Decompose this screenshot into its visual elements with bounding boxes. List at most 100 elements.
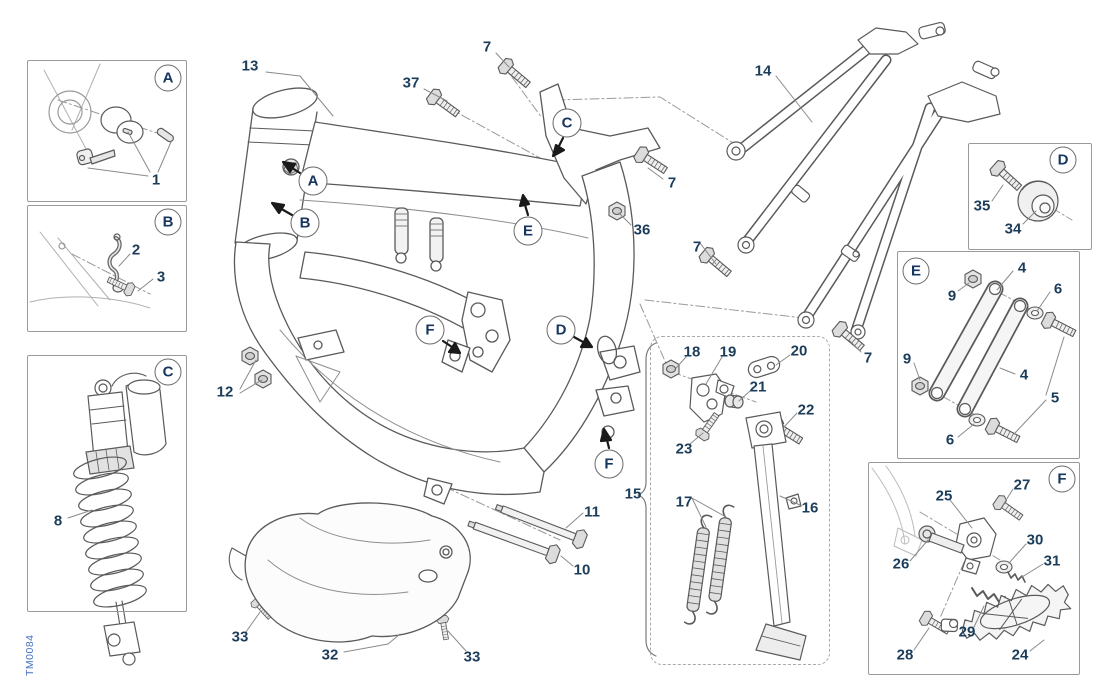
callout-number: 13 xyxy=(242,59,259,74)
ignition-lock-parts xyxy=(43,63,174,166)
side-stand-parts xyxy=(637,342,807,661)
detail-box xyxy=(868,462,1080,675)
view-letter: A xyxy=(154,64,182,92)
callout-number-text: 7 xyxy=(482,38,492,56)
callout-number-text: 29 xyxy=(958,623,976,641)
view-letter: E xyxy=(902,257,930,285)
callout-number-text: 14 xyxy=(754,62,772,80)
callout-number: 9 xyxy=(903,352,911,367)
callout-number: 5 xyxy=(1051,391,1059,406)
callout-number: 36 xyxy=(634,223,651,238)
callout-number: 18 xyxy=(684,345,701,360)
callout-number: 12 xyxy=(217,385,234,400)
callout-number-text: 23 xyxy=(675,440,693,458)
callout-number-text: 4 xyxy=(1019,366,1029,384)
view-letter-text: A xyxy=(307,172,319,190)
callout-number-text: 24 xyxy=(1011,646,1029,664)
callout-number: 8 xyxy=(54,514,62,529)
callout-number-text: 33 xyxy=(231,628,249,646)
linkage-parts xyxy=(911,269,1079,449)
callout-number: 1 xyxy=(152,173,160,188)
view-letter-text: C xyxy=(561,114,573,132)
detail-box xyxy=(27,60,187,202)
drawing-code: TM0084 xyxy=(24,634,36,676)
callout-number: 20 xyxy=(791,344,808,359)
callout-number-text: 34 xyxy=(1004,220,1022,238)
view-letter-text: F xyxy=(604,455,614,473)
view-letter: C xyxy=(154,358,182,386)
callout-number: 21 xyxy=(750,380,767,395)
bracket-parts xyxy=(29,231,151,309)
callout-number-text: 7 xyxy=(667,174,677,192)
callout-number-text: 32 xyxy=(321,646,339,664)
callout-number-text: 16 xyxy=(801,499,819,517)
callout-number: 28 xyxy=(897,648,914,663)
callout-number: 15 xyxy=(625,487,642,502)
callout-number: 30 xyxy=(1027,533,1044,548)
callout-number: 25 xyxy=(936,489,953,504)
callout-number-text: 8 xyxy=(53,512,63,530)
view-letter-text: E xyxy=(522,222,533,240)
view-letter: A xyxy=(298,166,328,196)
callout-number: 11 xyxy=(584,505,600,520)
view-letter-text: F xyxy=(1057,470,1067,488)
view-letter: F xyxy=(415,315,445,345)
callout-number: 2 xyxy=(132,243,140,258)
callout-number-text: 18 xyxy=(683,343,701,361)
callout-number-text: 10 xyxy=(573,561,591,579)
callout-number: 14 xyxy=(755,64,772,79)
callout-number: 35 xyxy=(974,199,991,214)
callout-number: 34 xyxy=(1005,222,1022,237)
callout-number: 19 xyxy=(720,345,737,360)
callout-number-text: 36 xyxy=(633,221,651,239)
callout-number-text: 25 xyxy=(935,487,953,505)
callout-number: 17 xyxy=(676,495,693,510)
callout-number-text: 17 xyxy=(675,493,693,511)
callout-number-text: 35 xyxy=(973,197,991,215)
callout-number: 7 xyxy=(864,351,872,366)
callout-number: 26 xyxy=(893,557,910,572)
view-letter-text: F xyxy=(425,321,435,339)
view-letter-text: B xyxy=(162,213,174,231)
callout-number: 7 xyxy=(483,40,491,55)
callout-number: 6 xyxy=(946,433,954,448)
callout-number: 22 xyxy=(798,403,815,418)
callout-number-text: 26 xyxy=(892,555,910,573)
callout-number: 37 xyxy=(403,76,420,91)
view-letter: E xyxy=(513,216,543,246)
callout-number: 4 xyxy=(1018,261,1026,276)
leader-lines xyxy=(67,52,1065,653)
callout-number-text: 15 xyxy=(624,485,642,503)
view-letter-text: D xyxy=(555,321,567,339)
callout-number: 23 xyxy=(676,442,693,457)
view-letter: B xyxy=(290,208,320,238)
callout-number: 33 xyxy=(232,630,249,645)
view-letter-text: C xyxy=(162,363,174,381)
view-letter-text: A xyxy=(162,69,174,87)
callout-number: 4 xyxy=(1020,368,1028,383)
callout-number: 27 xyxy=(1014,478,1031,493)
callout-number-text: 1 xyxy=(151,171,161,189)
callout-number: 33 xyxy=(464,650,481,665)
callout-number: 31 xyxy=(1044,554,1061,569)
main-frame xyxy=(233,83,661,505)
marker-arrows xyxy=(270,136,613,450)
callout-number: 32 xyxy=(322,648,339,663)
view-letter: D xyxy=(546,315,576,345)
view-letter: F xyxy=(1048,465,1076,493)
callout-number: 3 xyxy=(157,270,165,285)
callout-number-text: 30 xyxy=(1026,531,1044,549)
callout-number-text: 2 xyxy=(131,241,141,259)
detail-box xyxy=(27,205,187,332)
callout-number: 29 xyxy=(959,625,976,640)
view-letter: F xyxy=(594,449,624,479)
callout-number-text: 13 xyxy=(241,57,259,75)
callout-number-text: 31 xyxy=(1043,552,1061,570)
callout-number-text: 9 xyxy=(947,287,957,305)
callout-number: 6 xyxy=(1054,282,1062,297)
callout-number: 16 xyxy=(802,501,819,516)
